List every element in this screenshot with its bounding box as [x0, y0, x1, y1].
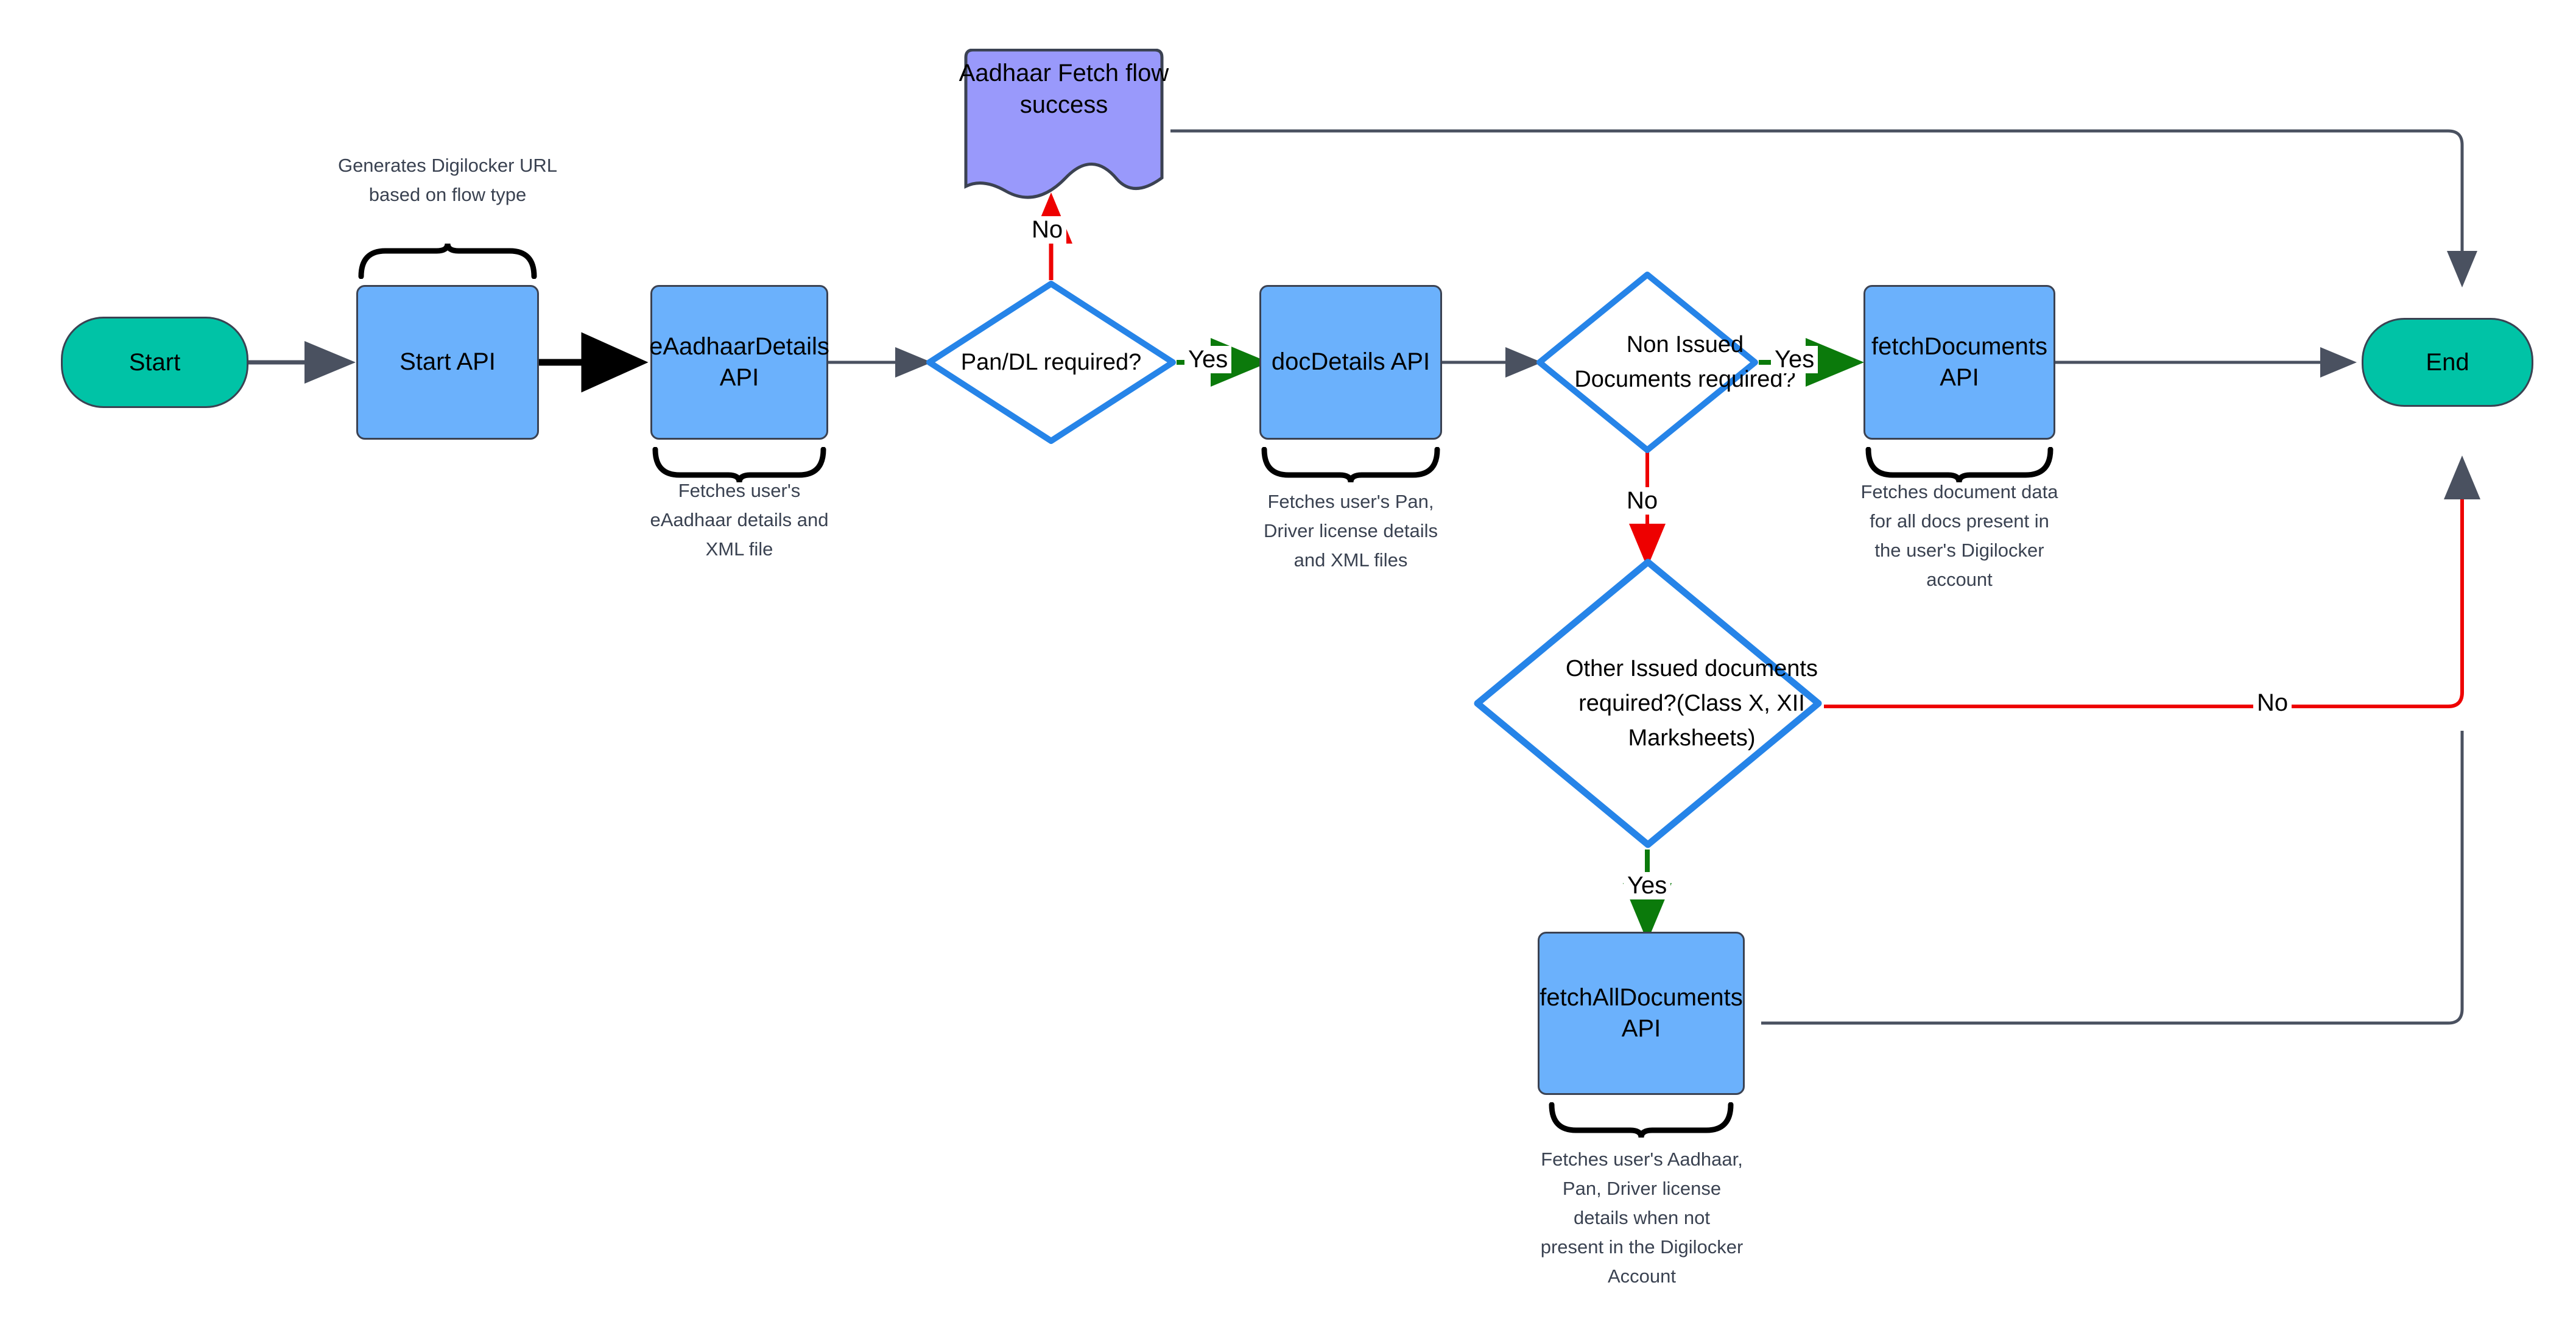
edge-label-pan-dl-yes: Yes	[1184, 346, 1232, 373]
edge-otherissued-no-to-end	[1824, 456, 2480, 708]
node-aadhaar-fetch-success-label: Aadhaar Fetch flow success	[959, 60, 1169, 118]
annotation-doc-details-api: Fetches user's Pan, Driver license detai…	[1264, 491, 1438, 571]
edge-label-non-issued-yes: Yes	[1771, 346, 1818, 373]
node-start-label: Start	[128, 348, 181, 376]
node-eaadhaar-details-api[interactable]: eAadhaarDetails API	[649, 285, 829, 440]
brace-start-api	[358, 243, 537, 279]
brace-fetch-documents-api	[1865, 447, 2053, 483]
brace-doc-details-api	[1261, 447, 1440, 483]
edge-fetchalldocuments-to-end	[1761, 731, 2464, 1025]
node-start-api-label: Start API	[399, 348, 496, 376]
edge-aadhaar-success-to-end	[1170, 129, 2477, 287]
annotation-fetch-documents-api: Fetches document data for all docs prese…	[1860, 481, 2058, 591]
node-end[interactable]: End	[2362, 318, 2533, 407]
node-other-issued-decision[interactable]: Other Issued documents required?(Class X…	[1473, 557, 1823, 850]
node-fetch-documents-api[interactable]: fetchDocuments API	[1863, 285, 2055, 440]
edge-label-non-issued-no: No	[1623, 487, 1662, 515]
node-fetch-documents-api-label: fetchDocuments API	[1871, 332, 2048, 391]
node-start-api[interactable]: Start API	[356, 285, 539, 440]
annotation-fetch-all-documents-api: Fetches user's Aadhaar, Pan, Driver lice…	[1540, 1149, 1744, 1287]
node-aadhaar-fetch-success[interactable]: Aadhaar Fetch flow success	[957, 49, 1170, 207]
node-pan-dl-decision[interactable]: Pan/DL required?	[926, 280, 1177, 445]
node-doc-details-api[interactable]: docDetails API	[1259, 285, 1442, 440]
node-non-issued-decision[interactable]: Non Issued Documents required?	[1536, 271, 1796, 454]
edge-label-other-issued-no: No	[2253, 689, 2292, 717]
node-fetch-all-documents-api[interactable]: fetchAllDocuments API	[1538, 932, 1745, 1095]
node-end-label: End	[2426, 348, 2469, 376]
node-eaadhaar-details-api-label: eAadhaarDetails API	[649, 332, 829, 391]
annotation-eaadhaar-api: Fetches user's eAadhaar details and XML …	[650, 480, 829, 560]
node-fetch-all-documents-api-label: fetchAllDocuments API	[1540, 983, 1743, 1042]
edge-label-pan-dl-no: No	[1028, 216, 1067, 244]
edge-label-other-issued-yes: Yes	[1624, 872, 1671, 899]
annotation-start-api: Generates Digilocker URL based on flow t…	[337, 155, 558, 206]
node-doc-details-api-label: docDetails API	[1271, 348, 1431, 376]
node-start[interactable]: Start	[61, 317, 248, 408]
brace-fetch-all-documents-api	[1549, 1102, 1734, 1138]
brace-eaadhaar-api	[652, 447, 826, 483]
